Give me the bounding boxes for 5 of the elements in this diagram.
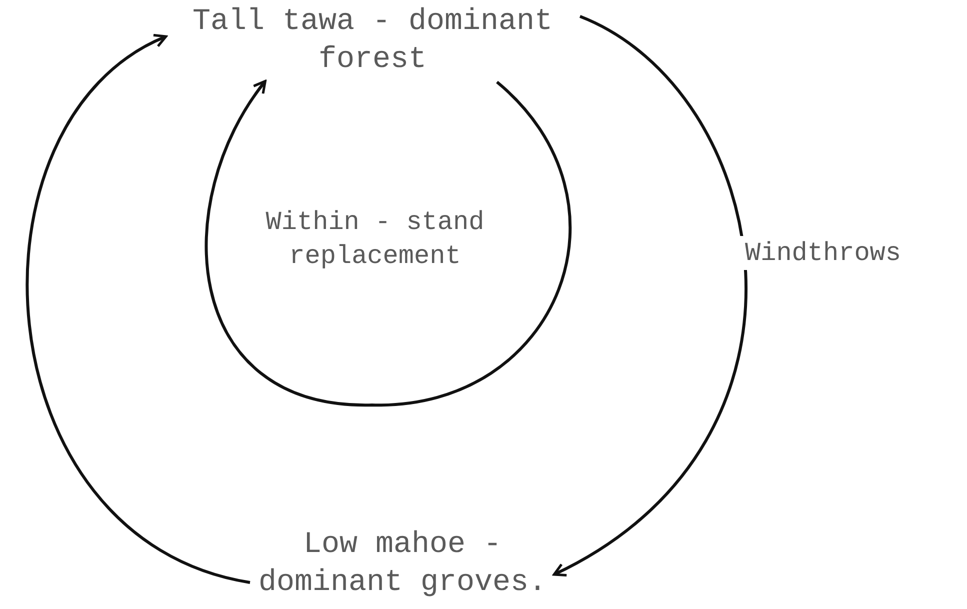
curved-arrow bbox=[205, 80, 572, 406]
curved-arrow bbox=[552, 15, 747, 576]
node-label: Tall tawa - dominant forest bbox=[191, 4, 554, 79]
node-label: Low mahoe - dominant groves. bbox=[257, 527, 548, 602]
curved-arrow bbox=[26, 35, 250, 584]
